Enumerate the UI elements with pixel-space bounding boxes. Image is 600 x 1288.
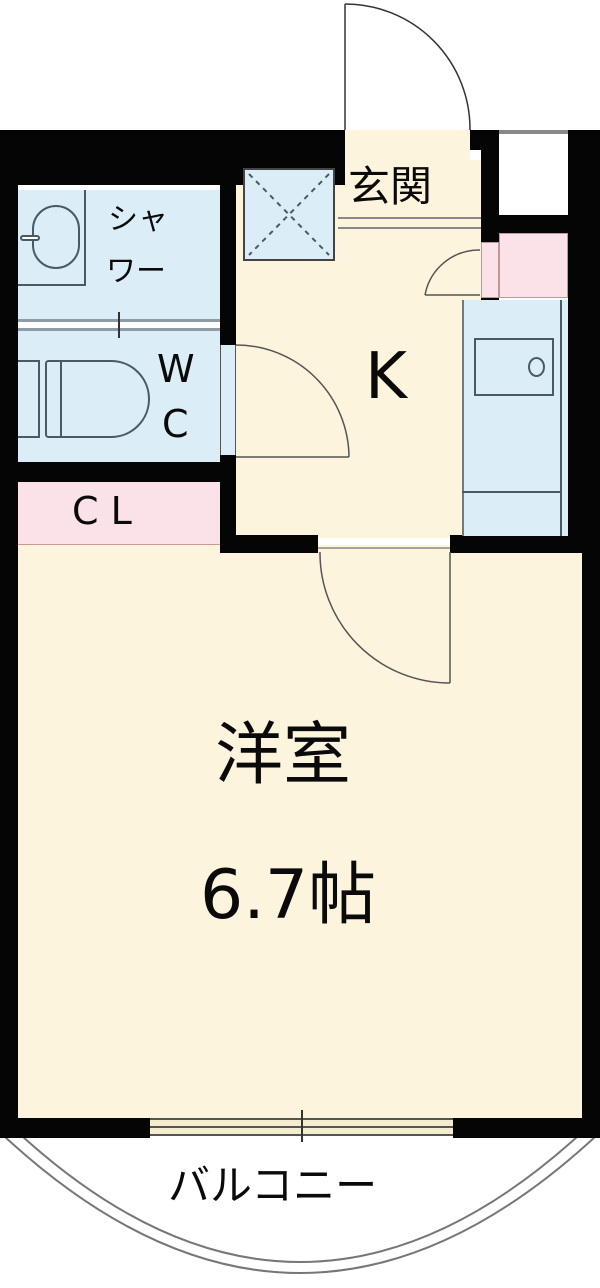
entrance-label: 玄関 [348, 162, 433, 211]
shower-label-line1: シャ [108, 202, 168, 237]
sliding-door-handle [118, 312, 120, 338]
wall-bath-kitchen [220, 160, 236, 345]
kitchen-counter-lower-line [462, 491, 560, 493]
entrance-door-swing [344, 3, 471, 131]
wall-bottom-left [0, 1118, 150, 1138]
wall-room-kitchen-right [450, 535, 583, 553]
shower-basin-box [18, 190, 86, 286]
wall-bottom-right [453, 1118, 600, 1138]
toilet-label-line1: W [157, 347, 195, 391]
toilet-seat-line [60, 360, 62, 438]
wall-right-outer-column [568, 130, 600, 540]
storage-cabinet-small [481, 242, 499, 298]
wall-room-kitchen-left [220, 535, 318, 553]
closet-label: C L [72, 489, 132, 533]
toilet-bowl-icon [45, 360, 150, 438]
kitchen-label: K [365, 340, 407, 414]
window-handle [301, 1110, 303, 1142]
kitchen-counter-divider [560, 300, 562, 536]
wall-storage-divider [481, 215, 581, 233]
entrance-step [338, 217, 481, 229]
closet[interactable] [18, 482, 220, 545]
western-room-label: 洋室 [215, 716, 352, 795]
shower-label-line2: ワー [106, 254, 166, 289]
outer-wall-left [0, 130, 18, 1135]
toilet-tank [18, 360, 40, 438]
shoe-cabinet-x-icon [248, 173, 330, 256]
western-room-size: 6.7帖 [200, 856, 377, 935]
storage-cabinet [499, 233, 568, 298]
faucet-icon [20, 235, 40, 241]
balcony-label: バルコニー [168, 1161, 378, 1210]
toilet-label-line2: C [162, 402, 189, 446]
toilet-door-frame [220, 345, 236, 455]
storage-box-white [499, 130, 568, 215]
wall-wc-closet [18, 462, 236, 482]
kitchen-sink [474, 338, 554, 396]
western-room-floor [18, 545, 583, 1120]
sink-drain-icon [528, 357, 545, 377]
